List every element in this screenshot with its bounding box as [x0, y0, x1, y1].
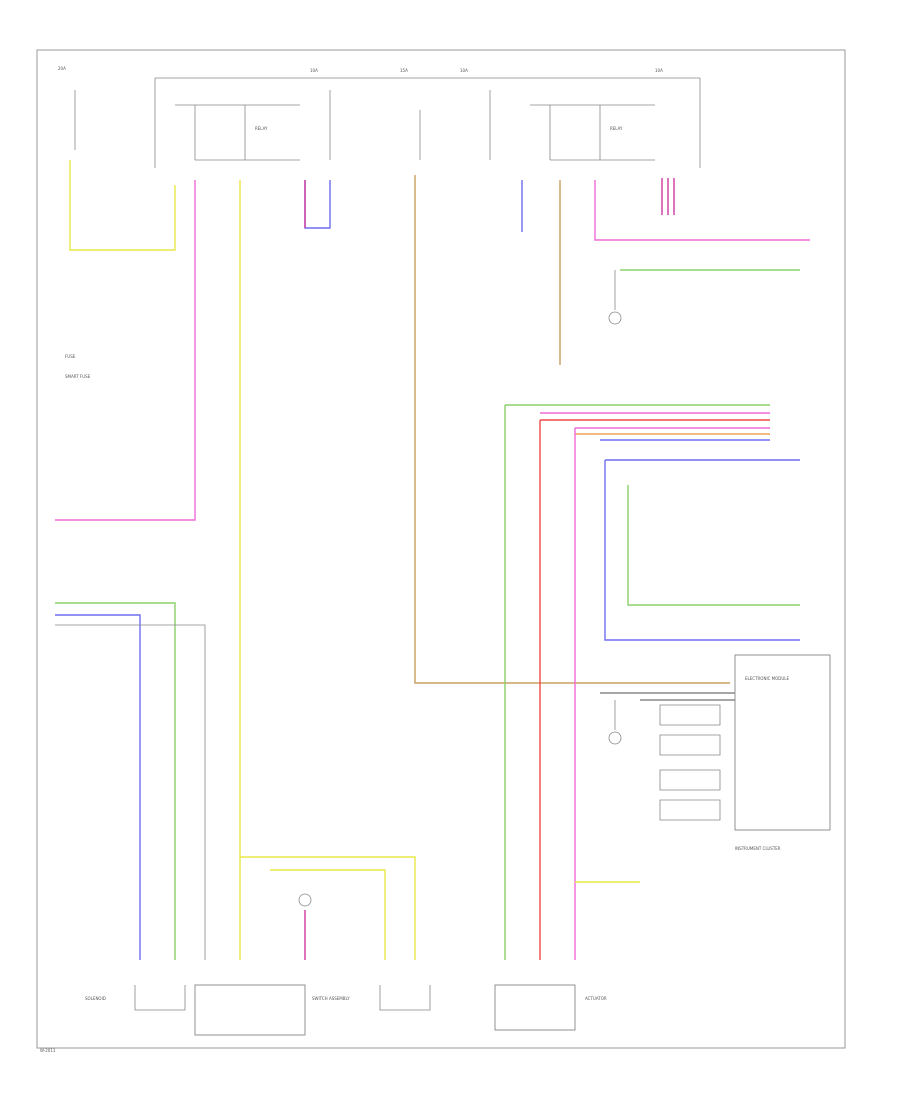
right-module-box: [494, 984, 576, 1031]
diagram-frame: [36, 49, 846, 1049]
wire-green-left: [55, 602, 176, 960]
wire-magenta-stubs: [661, 178, 675, 215]
footer-code: W-2011: [40, 1048, 56, 1053]
top-label: 10A: [655, 68, 663, 73]
legend-item: SMART FUSE: [65, 374, 91, 379]
wire-yellow: [69, 160, 176, 251]
solenoid-symbols: [134, 985, 431, 1011]
wire-blue-loop: [304, 180, 331, 229]
legend-item: FUSE: [65, 354, 76, 359]
top-label: 20A: [58, 66, 66, 71]
relay-label: RELAY: [610, 126, 623, 131]
top-label: 15A: [400, 68, 408, 73]
ecm-box: [734, 654, 831, 831]
wire-pink: [55, 180, 196, 521]
wire-yellow-loop: [240, 856, 416, 960]
ground-icon: [608, 311, 622, 325]
wire-pink-top: [594, 180, 810, 241]
top-label: 10A: [310, 68, 318, 73]
wire-tan: [414, 175, 730, 684]
component-label: SWITCH ASSEMBLY: [312, 996, 350, 1001]
relay-block-right: [530, 104, 655, 161]
wire-green-cluster: [627, 485, 800, 606]
center-module-box: [194, 984, 306, 1036]
component-label: INSTRUMENT CLUSTER: [735, 846, 781, 851]
wire-gray-left: [55, 624, 206, 960]
component-label: ACTUATOR: [585, 996, 607, 1001]
ecm-label: ELECTRONIC MODULE: [745, 676, 790, 681]
relay-block-left: [175, 104, 300, 161]
ecm-twisted-pairs: [659, 704, 721, 821]
relay-label: RELAY: [255, 126, 268, 131]
top-label: 10A: [460, 68, 468, 73]
wire-blue-cluster: [604, 460, 800, 641]
ground-icon: [608, 731, 622, 745]
wire-blue-left: [55, 614, 141, 960]
component-label: SOLENOID: [85, 996, 106, 1001]
wire-gray-ecm: [600, 692, 735, 701]
ground-icon: [298, 893, 312, 907]
